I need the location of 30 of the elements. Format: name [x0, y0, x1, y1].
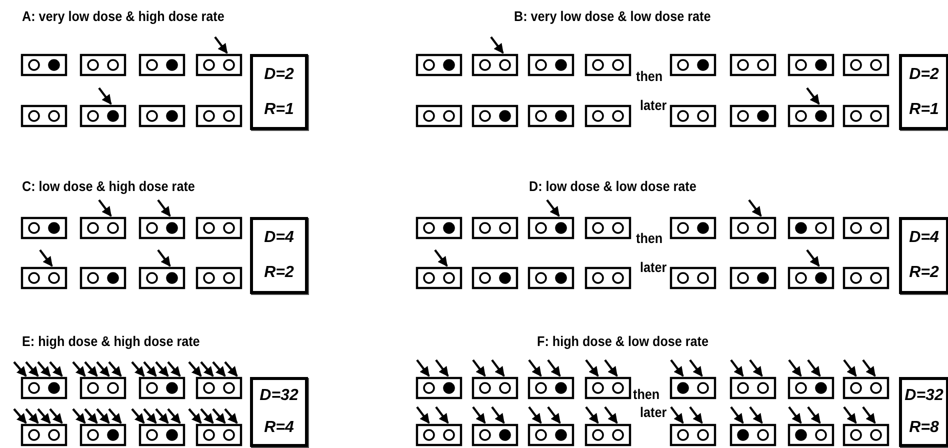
panel-title: C: low dose & high dose rate — [22, 178, 195, 194]
dose-value: D=32 — [904, 387, 944, 405]
parameter-box — [250, 217, 308, 294]
panel-title: F: high dose & low dose rate — [537, 333, 709, 349]
time-note: later — [640, 404, 667, 420]
panel-title: E: high dose & high dose rate — [22, 333, 200, 349]
panel-title: D: low dose & low dose rate — [529, 178, 696, 194]
time-note: then — [636, 68, 663, 84]
rate-value: R=1 — [264, 100, 294, 118]
dose-value: D=4 — [909, 228, 939, 247]
rate-value: R=8 — [909, 419, 939, 437]
time-note: then — [633, 386, 660, 402]
rate-value: R=2 — [909, 264, 939, 282]
dose-value: D=2 — [264, 66, 294, 84]
rate-value: R=1 — [909, 100, 939, 118]
dose-value: D=32 — [260, 387, 298, 405]
time-note: later — [640, 259, 667, 275]
time-note: later — [640, 97, 667, 113]
rate-value: R=4 — [264, 419, 294, 437]
parameter-box — [899, 377, 948, 447]
dose-value: D=4 — [264, 228, 294, 247]
panel-title: A: very low dose & high dose rate — [22, 8, 224, 24]
parameter-box — [250, 54, 308, 130]
parameter-box — [899, 54, 948, 130]
time-note: then — [636, 230, 663, 246]
dose-value: D=2 — [909, 66, 939, 84]
parameter-box — [899, 217, 948, 294]
panel-title: B: very low dose & low dose rate — [514, 8, 711, 24]
parameter-box — [250, 377, 308, 447]
rate-value: R=2 — [264, 264, 294, 282]
